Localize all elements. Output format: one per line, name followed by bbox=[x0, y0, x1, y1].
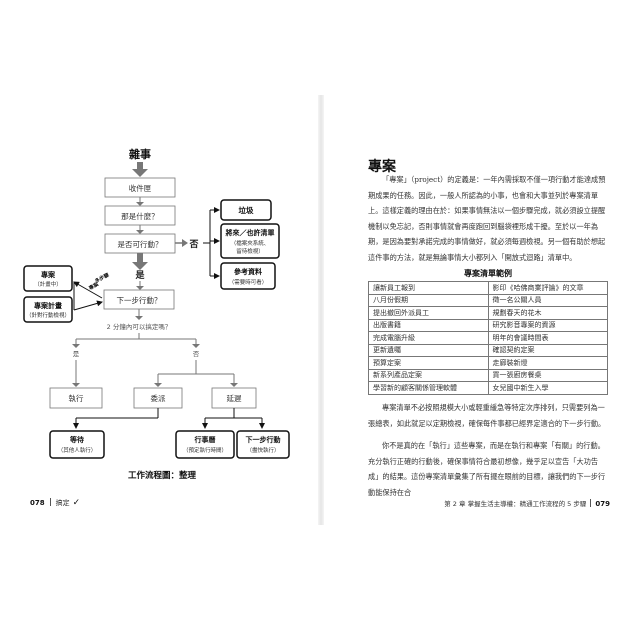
someday-note-2: 留待檢視） bbox=[236, 247, 264, 255]
someday-note-1: （檔案夾系統、 bbox=[231, 239, 270, 247]
chapter-label: 第 2 章 bbox=[444, 500, 466, 508]
table-cell: 走廊裝新燈 bbox=[487, 356, 608, 370]
table-row: 更新遺囑確認契約定案 bbox=[368, 343, 608, 357]
left-folio: 078 搞定✓ bbox=[30, 498, 80, 508]
reference-box bbox=[220, 262, 276, 290]
table-title: 專案清單範例 bbox=[464, 269, 512, 278]
someday-label: 將來／也許清單 bbox=[226, 228, 275, 237]
project-plan-sub: （針對行動檢視） bbox=[26, 311, 70, 319]
calendar-label: 行事曆 bbox=[194, 435, 216, 444]
table-row: 新系列產品定案買一張廚房餐桌 bbox=[368, 368, 608, 382]
table-cell: 完成電腦升級 bbox=[368, 331, 489, 345]
table-cell: 預算定案 bbox=[368, 356, 489, 370]
no-label: 否 bbox=[188, 239, 198, 250]
calendar-box bbox=[175, 430, 235, 459]
trash-label: 垃圾 bbox=[239, 205, 254, 215]
someday-box bbox=[220, 223, 280, 259]
table-cell: 確認契約定案 bbox=[487, 343, 608, 357]
table-cell: 讓新員工報到 bbox=[368, 281, 489, 295]
left-page-number: 078 bbox=[30, 499, 45, 507]
do-label: 執行 bbox=[69, 393, 84, 403]
table-row: 讓新員工報到影印《哈佛商業評論》的文章 bbox=[368, 281, 608, 295]
table-cell: 明年的會議時間表 bbox=[487, 331, 608, 345]
project-box bbox=[23, 265, 73, 292]
reference-label: 參考資料 bbox=[233, 267, 262, 276]
right-page-number: 079 bbox=[595, 500, 610, 508]
waiting-label: 等待 bbox=[69, 435, 84, 444]
table-cell: 徵一名公關人員 bbox=[487, 293, 608, 307]
table-cell: 影印《哈佛商業評論》的文章 bbox=[487, 281, 608, 295]
project-sub: （計畫中） bbox=[34, 280, 62, 288]
two-min-label: 2 分鐘內可以搞定嗎？ bbox=[107, 322, 172, 331]
table-cell: 八月份假期 bbox=[368, 293, 489, 307]
arrow-yes bbox=[137, 253, 143, 263]
defer-label: 延遲 bbox=[227, 393, 242, 403]
chapter-title: 掌握生活主導權：精通工作流程的 5 步驟 bbox=[467, 500, 587, 508]
table-cell: 新系列產品定案 bbox=[368, 368, 489, 382]
waiting-sub: （其他人執行） bbox=[58, 446, 97, 454]
trash-box bbox=[220, 199, 272, 221]
yes2-label: 是 bbox=[73, 350, 80, 358]
table-cell: 出版書籍 bbox=[368, 318, 489, 332]
table-row: 八月份假期徵一名公關人員 bbox=[368, 293, 608, 307]
table-cell: 買一張廚房餐桌 bbox=[487, 368, 608, 382]
right-page: 專案 「專案」（project）的定義是：一年內需採取不僅一項行動才能達成預期成… bbox=[326, 0, 640, 640]
table-cell: 研究影音專案的資源 bbox=[487, 318, 608, 332]
workflow-diagram: 雜事 收件匣 那是什麼？ 是否可行動？ 否 垃圾 將來／也許清單 （檔 bbox=[23, 147, 290, 481]
right-folio: 第 2 章 掌握生活主導權：精通工作流程的 5 步驟 079 bbox=[444, 498, 610, 508]
paragraph-2: 專案清單不必按照規模大小或輕重緩急等特定次序排列，只需要列為一張總表，如此就足以… bbox=[368, 403, 606, 428]
project-plan-box bbox=[23, 296, 73, 323]
table-row: 預算定案走廊裝新燈 bbox=[368, 356, 608, 370]
waiting-box bbox=[49, 430, 105, 459]
yes-label: 是 bbox=[134, 270, 145, 281]
multistep-label-2: 專案 bbox=[88, 280, 101, 291]
delegate-label: 委派 bbox=[151, 393, 166, 403]
table-row: 提出撤回外派員工規劃春天的花木 bbox=[368, 306, 608, 320]
calendar-sub: （預定執行時間） bbox=[183, 446, 227, 454]
table-row: 出版書籍研究影音專案的資源 bbox=[368, 318, 608, 332]
next-actions-box bbox=[236, 430, 290, 459]
next-action-label: 下一步行動？ bbox=[117, 295, 162, 305]
table-row: 完成電腦升級明年的會議時間表 bbox=[368, 331, 608, 345]
project-plan-label: 專案計畫 bbox=[34, 301, 62, 310]
start-label: 雜事 bbox=[129, 147, 151, 161]
diagram-caption: 工作流程圖：整理 bbox=[128, 470, 197, 481]
arrow-start bbox=[137, 162, 143, 170]
checkmark-icon: ✓ bbox=[72, 498, 81, 508]
table-cell: 更新遺囑 bbox=[368, 343, 489, 357]
project-label: 專案 bbox=[41, 270, 56, 279]
table-cell: 規劃春天的花木 bbox=[487, 306, 608, 320]
reference-note: （需要時可看） bbox=[229, 278, 268, 286]
table-row: 學習新的顧客關係管理軟體女兒國中新生入學 bbox=[368, 381, 608, 395]
do-box bbox=[49, 387, 103, 409]
paragraph-1: 「專案」（project）的定義是：一年內需採取不僅一項行動才能達成預期成果的任… bbox=[368, 175, 606, 262]
section-title: 專案 bbox=[368, 159, 396, 175]
actionable-label: 是否可行動？ bbox=[118, 239, 163, 249]
table-cell: 提出撤回外派員工 bbox=[368, 306, 489, 320]
project-list-table: 讓新員工報到影印《哈佛商業評論》的文章八月份假期徵一名公關人員提出撤回外派員工規… bbox=[368, 281, 608, 395]
no2-label: 否 bbox=[193, 350, 200, 358]
inbox-label: 收件匣 bbox=[129, 183, 152, 193]
gutter bbox=[318, 95, 324, 525]
next-actions-label: 下一步行動 bbox=[246, 435, 281, 444]
table-cell: 學習新的顧客關係管理軟體 bbox=[368, 381, 489, 395]
next-actions-sub: （盡快執行） bbox=[246, 446, 279, 454]
left-book-title: 搞定 bbox=[55, 499, 70, 507]
paragraph-3: 你不是真的在「執行」這些專案，而是在執行和專案「有關」的行動。充分執行正確的行動… bbox=[368, 441, 606, 497]
table-cell: 女兒國中新生入學 bbox=[487, 381, 608, 395]
what-label: 那是什麼？ bbox=[121, 211, 159, 221]
